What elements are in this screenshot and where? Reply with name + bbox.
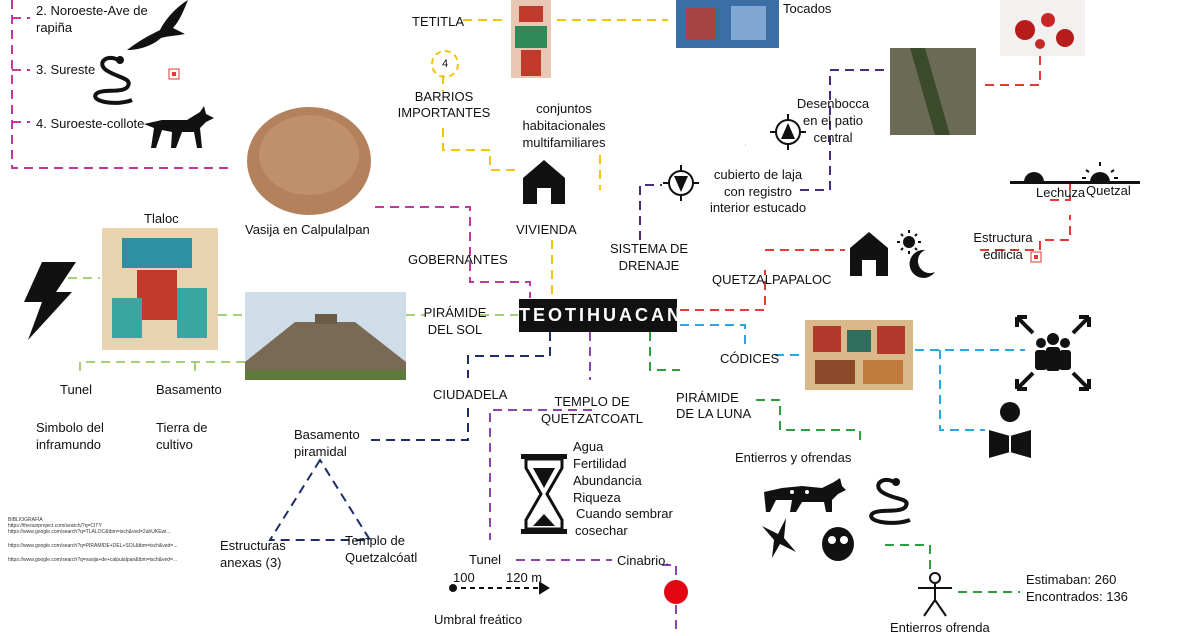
- biblio-link-3[interactable]: https://www.google.com/search?q=PIRAMIDE…: [8, 543, 178, 549]
- blood-splatter-image: [1000, 0, 1085, 56]
- quetzal-label: Quetzal: [1086, 183, 1131, 198]
- basamento-piramidal-line-2: piramidal: [294, 444, 347, 459]
- templo-line-2: QUETZATCOATL: [540, 411, 644, 426]
- agua-item-1: Agua: [573, 439, 604, 454]
- umbral-label: Umbral freático: [434, 612, 523, 627]
- person-icon: [918, 572, 952, 617]
- lightning-icon: [24, 262, 76, 340]
- piramide-luna-line-1: PIRÁMIDE: [676, 390, 739, 405]
- scale-120: 120 m: [506, 570, 543, 585]
- cubierto-line-1: cubierto de laja: [713, 167, 803, 182]
- direction-item-2: 2. Noroeste-Ave de: [36, 3, 148, 18]
- people-group-icon: [1015, 315, 1091, 391]
- estimaban-label: Estimaban: 260: [1026, 572, 1117, 587]
- direction-item-2b: rapiña: [36, 20, 73, 35]
- tetitla-figure-image: [511, 0, 551, 78]
- cubierto-line-2: con registro: [724, 184, 792, 199]
- piramide-sol-image: [245, 292, 406, 380]
- conjuntos-line-2: habitacionales: [522, 118, 606, 133]
- drenaje-line-1: SISTEMA DE: [609, 241, 689, 256]
- compass-north-icon: [770, 114, 806, 150]
- codices-label: CÓDICES: [720, 351, 780, 366]
- snake-icon: [93, 55, 133, 105]
- bibliography: BIBLIOGRAFÍA https://theounproject.com/s…: [8, 517, 188, 563]
- tunel-left-label: Tunel: [60, 382, 93, 397]
- drenaje-line-2: DRENAJE: [618, 258, 680, 273]
- barrios-label-1: BARRIOS: [414, 89, 474, 104]
- codice-image: [805, 320, 913, 390]
- scale-100: 100: [453, 570, 475, 585]
- lechuza-label: Lechuza: [1036, 185, 1086, 200]
- tlaloc-image: [102, 228, 218, 350]
- house-icon: [523, 160, 565, 204]
- house-icon-2: [850, 232, 888, 276]
- agua-item-6: cosechar: [575, 523, 628, 538]
- agua-item-4: Riqueza: [573, 490, 621, 505]
- desenbocca-line-3: central: [813, 130, 853, 145]
- small-square-icon-2: [1030, 251, 1042, 263]
- biblio-link-1[interactable]: https://theounproject.com/search/?q=CITY: [8, 523, 102, 529]
- direction-item-3: 3. Sureste: [36, 62, 96, 77]
- reading-person-icon: [989, 402, 1031, 458]
- agua-item-3: Abundancia: [573, 473, 642, 488]
- basamento-piramidal-line-1: Basamento: [294, 427, 360, 442]
- compass-south-icon: [663, 165, 699, 201]
- agua-item-5: Cuando sembrar: [576, 506, 673, 521]
- biblio-link-2[interactable]: https://www.google.com/search?q=TLALOC&t…: [8, 529, 171, 535]
- piramide-sol-line-1: PIRÁMIDE: [423, 305, 487, 320]
- tierra-line-2: cultivo: [156, 437, 193, 452]
- vivienda-label: VIVIENDA: [516, 222, 577, 237]
- tunel-bottom-label: Tunel: [469, 552, 502, 567]
- main-title: TEOTIHUACAN: [519, 299, 680, 332]
- biblio-heading: BIBLIOGRAFÍA: [8, 517, 43, 523]
- cinabrio-label: Cinabrio.: [617, 553, 670, 568]
- templo-q-line-2: Quetzalcóatl: [345, 550, 418, 565]
- simbolo-line-2: inframundo: [36, 437, 102, 452]
- barrios-label-2: IMPORTANTES: [397, 105, 491, 120]
- cinabrio-dot: [664, 580, 688, 604]
- hourglass-icon: [521, 454, 567, 534]
- cubierto-line-3: interior estucado: [709, 200, 807, 215]
- estructura-line-2: edilicia: [983, 247, 1023, 262]
- templo-line-1: TEMPLO DE: [554, 394, 630, 409]
- estructura-line-1: Estructura: [973, 230, 1033, 245]
- entierros-bottom-label: Entierros ofrenda: [890, 620, 990, 635]
- estructuras-line-2: anexas (3): [220, 555, 282, 570]
- jaguar-eagle-owl-icon: [762, 478, 854, 561]
- biblio-link-4[interactable]: https://www.google.com/search?q=vasija+d…: [8, 557, 178, 563]
- sunrise-sunset-icon: [1010, 162, 1140, 184]
- tierra-line-1: Tierra de: [156, 420, 208, 435]
- sun-moon-icon: [897, 230, 935, 278]
- templo-q-line-1: Templo de: [345, 533, 405, 548]
- basamento-left-label: Basamento: [156, 382, 222, 397]
- piramide-luna-line-2: DE LA LUNA: [676, 406, 752, 421]
- barrios-count: 4: [431, 50, 459, 78]
- simbolo-line-1: Simbolo del: [36, 420, 104, 435]
- direction-item-4: 4. Suroeste-collote: [36, 116, 145, 131]
- ciudadela-label: CIUDADELA: [433, 387, 508, 402]
- bird-of-prey-icon: [127, 0, 188, 50]
- gobernantes-label: GOBERNANTES: [408, 252, 508, 267]
- tlaloc-label: Tlaloc: [144, 211, 179, 226]
- conjuntos-line-3: multifamiliares: [522, 135, 606, 150]
- agua-item-2: Fertilidad: [573, 456, 627, 471]
- entierros-label: Entierros y ofrendas: [735, 450, 852, 465]
- conjuntos-line-1: conjuntos: [536, 101, 592, 116]
- coyote-icon: [144, 106, 214, 148]
- snake-icon-2: [869, 477, 911, 525]
- tocados-label: Tocados: [783, 1, 832, 16]
- drenaje-image: [890, 48, 976, 135]
- vasija-image: [247, 107, 371, 215]
- quetzalpapaloc-label: QUETZALPAPALOC: [712, 272, 832, 287]
- desenbocca-line-1: Desenbocca: [796, 96, 870, 111]
- tocados-image: [676, 0, 779, 48]
- desenbocca-line-2: en el patio: [803, 113, 863, 128]
- small-square-icon: [168, 68, 180, 80]
- scale-dot: [449, 584, 457, 592]
- estructuras-line-1: Estructuras: [220, 538, 286, 553]
- encontrados-label: Encontrados: 136: [1026, 589, 1128, 604]
- piramide-sol-line-2: DEL SOL: [427, 322, 483, 337]
- vasija-label: Vasija en Calpulalpan: [245, 222, 370, 237]
- tetitla-label: TETITLA: [412, 14, 465, 29]
